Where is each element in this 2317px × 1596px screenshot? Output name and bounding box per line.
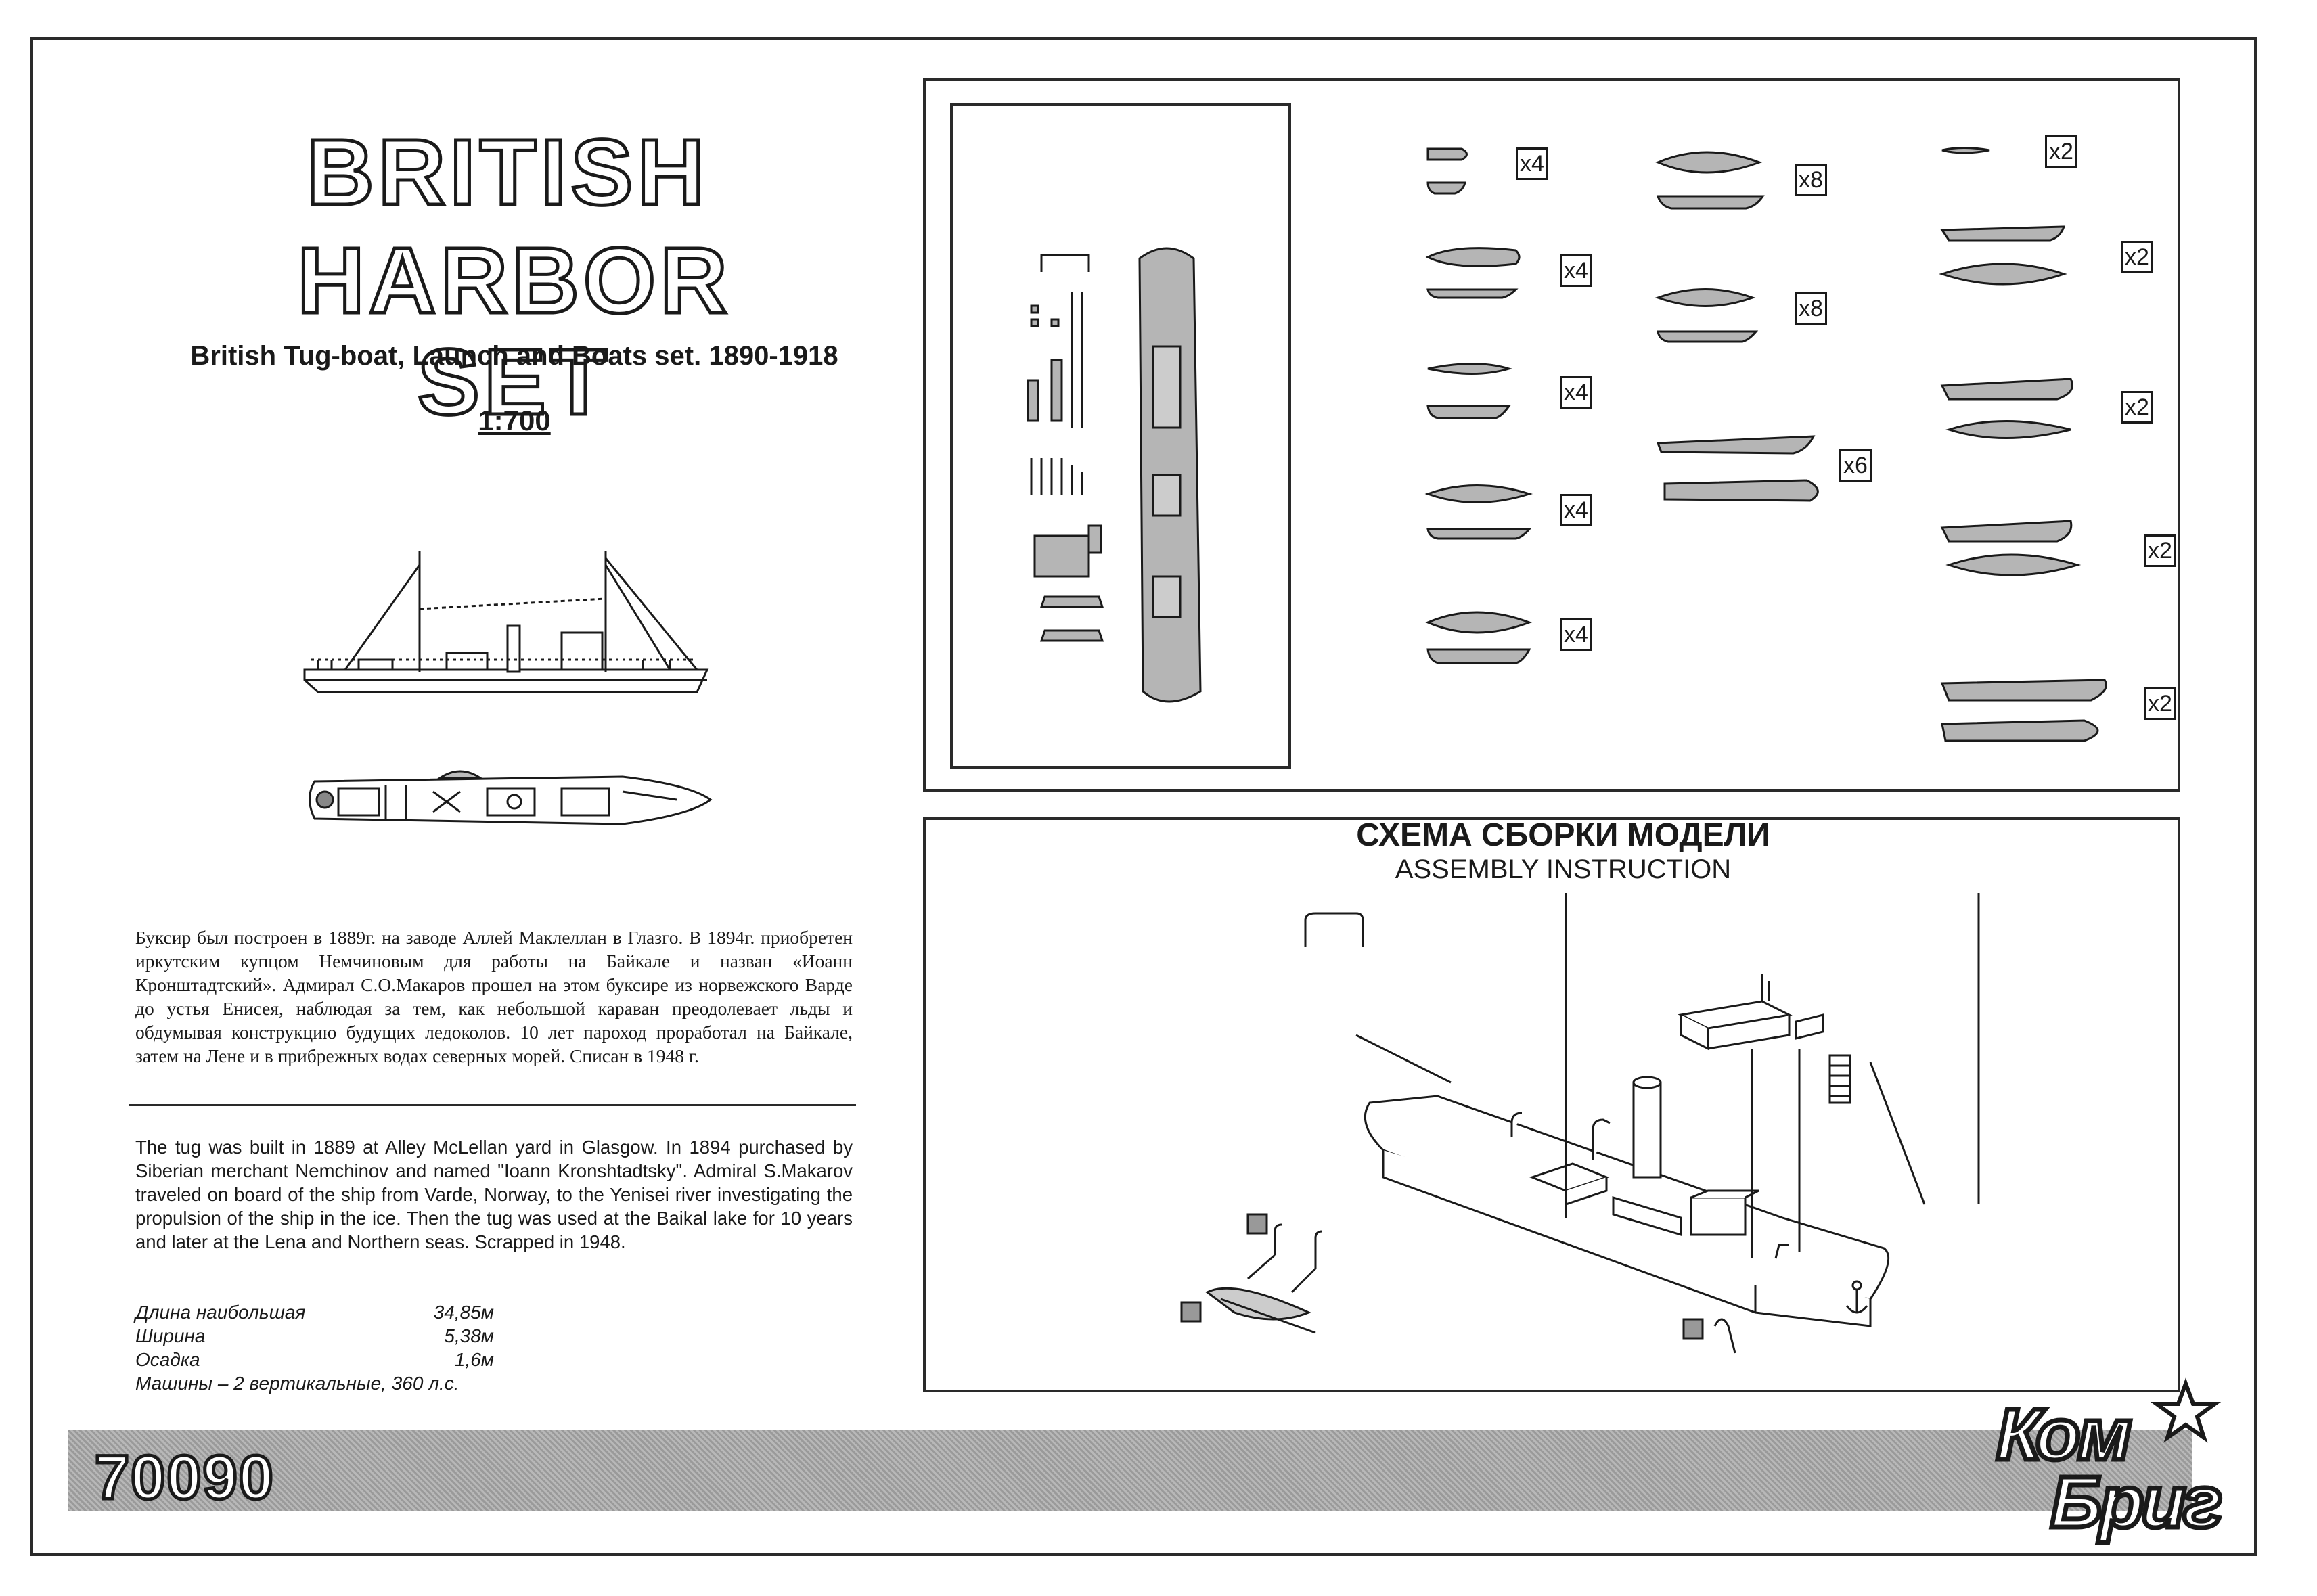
spec-value-beam: 5,38м bbox=[444, 1325, 494, 1346]
qty-box-c3-2: x2 bbox=[2121, 241, 2153, 273]
qty-box-c1-3: x4 bbox=[1560, 376, 1592, 409]
title-line-2: HARBOR SET bbox=[296, 229, 732, 435]
spec-value-length: 34,85м bbox=[433, 1302, 494, 1323]
qty-box-c3-5: x2 bbox=[2144, 687, 2176, 720]
boats-sprue-parts bbox=[1424, 147, 2107, 742]
qty-box-c3-4: x2 bbox=[2144, 534, 2176, 567]
text-divider bbox=[129, 1104, 856, 1106]
tug-top-view bbox=[309, 770, 713, 825]
spec-label-beam: Ширина bbox=[135, 1325, 206, 1346]
scale-label: 1:700 bbox=[478, 405, 551, 436]
qty-box-c2-1: x8 bbox=[1795, 164, 1827, 196]
spec-label-draft: Осадка bbox=[135, 1349, 200, 1370]
title-line-1: BRITISH bbox=[305, 120, 708, 225]
page-frame bbox=[30, 37, 2257, 1556]
description-ru: Буксир был построен в 1889г. на заводе А… bbox=[135, 927, 853, 1066]
brand-logo-line-1: Ком bbox=[1994, 1393, 2134, 1475]
tug-side-view bbox=[303, 551, 709, 693]
qty-box-c3-1: x2 bbox=[2045, 135, 2077, 168]
assembly-title-en: ASSEMBLY INSTRUCTION bbox=[1395, 854, 1732, 884]
assembly-title-ru: СХЕМА СБОРКИ МОДЕЛИ bbox=[1356, 817, 1770, 853]
assembly-diagram bbox=[1180, 893, 1980, 1354]
subtitle: British Tug-boat, Launch and Boats set. … bbox=[190, 341, 838, 371]
qty-box-c2-3: x6 bbox=[1839, 449, 1872, 482]
qty-box-c3-3: x2 bbox=[2121, 391, 2153, 424]
qty-box-c1-5: x4 bbox=[1560, 618, 1592, 651]
tug-sprue-panel bbox=[950, 103, 1291, 769]
parts-panel bbox=[923, 78, 2180, 792]
qty-box-c1-4: x4 bbox=[1560, 494, 1592, 526]
qty-box-c2-2: x8 bbox=[1795, 292, 1827, 325]
catalog-number: 70090 bbox=[93, 1443, 275, 1512]
spec-label-length: Длина наибольшая bbox=[135, 1302, 306, 1323]
spec-label-engines: Машины – 2 вертикальные, 360 л.с. bbox=[135, 1373, 459, 1394]
assembly-panel bbox=[923, 817, 2180, 1392]
bottom-band bbox=[68, 1430, 2192, 1511]
description-en: The tug was built in 1889 at Alley McLel… bbox=[135, 1137, 853, 1252]
qty-box-c1-1: x4 bbox=[1516, 147, 1548, 180]
brand-star-icon bbox=[2150, 1377, 2222, 1443]
brand-logo-line-2: Бриг bbox=[2048, 1461, 2224, 1543]
spec-value-draft: 1,6м bbox=[454, 1349, 494, 1370]
qty-box-c1-2: x4 bbox=[1560, 254, 1592, 287]
tug-sprue-parts bbox=[1027, 247, 1202, 703]
